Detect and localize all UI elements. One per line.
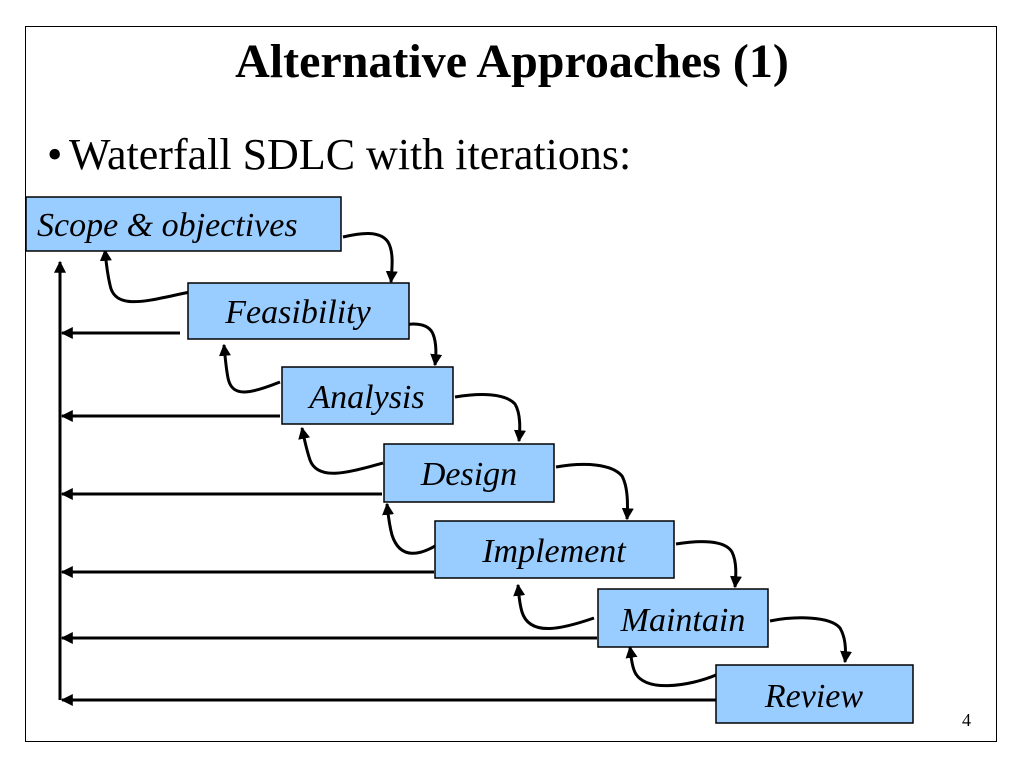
stage-label-feasibility: Feasibility (224, 294, 371, 331)
bullet-symbol: • (47, 130, 63, 179)
stage-label-maintain: Maintain (620, 602, 746, 639)
forward-arrow-analysis-to-design (454, 393, 526, 443)
stage-design: Design (383, 443, 555, 503)
slide-title: Alternative Approaches (1) (235, 35, 789, 88)
forward-arrow-design-to-implement (555, 462, 634, 521)
forward-arrow-implement-to-maintain (675, 540, 742, 589)
back-arrow-implement-to-design (382, 502, 441, 555)
stage-label-review: Review (764, 678, 863, 715)
stage-maintain: Maintain (597, 588, 769, 648)
stage-review: Review (715, 664, 914, 724)
stage-label-implement: Implement (481, 533, 627, 570)
forward-arrow-maintain-to-review (769, 616, 853, 664)
back-arrow-analysis-to-feasibility (219, 343, 281, 394)
stage-scope-objectives: Scope & objectives (25, 196, 342, 252)
page-number: 4 (962, 710, 971, 730)
stage-label-analysis: Analysis (307, 379, 424, 416)
stage-implement: Implement (434, 520, 675, 579)
bullet-text: Waterfall SDLC with iterations: (69, 130, 632, 179)
back-arrow-review-to-maintain (625, 645, 717, 688)
back-arrow-feasibility-to-scope (99, 248, 191, 304)
back-arrow-design-to-analysis (298, 426, 384, 475)
stage-feasibility: Feasibility (187, 282, 410, 340)
forward-arrow-scope-to-feasibility (342, 232, 398, 284)
stage-analysis: Analysis (281, 366, 454, 425)
stage-label-design: Design (420, 456, 517, 493)
stage-label-scope: Scope & objectives (37, 207, 298, 244)
back-arrow-maintain-to-implement (513, 583, 595, 630)
slide-frame (25, 26, 997, 742)
bullet-item: •Waterfall SDLC with iterations: (47, 127, 631, 183)
